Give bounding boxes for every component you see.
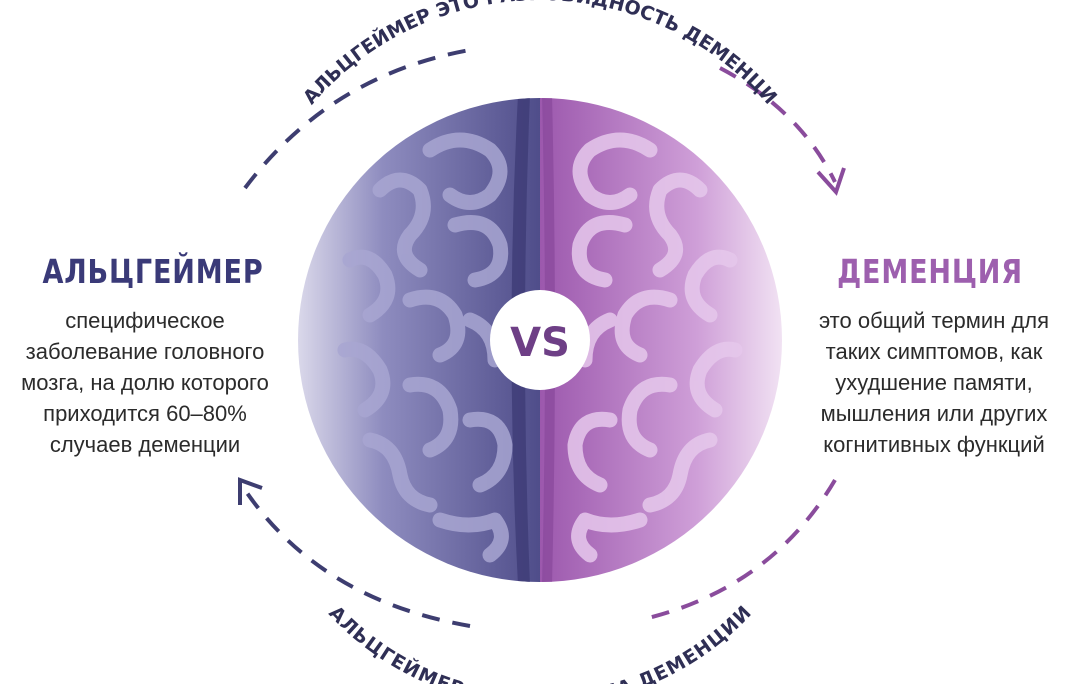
dementia-line: мышления или других [820,401,1048,426]
alzheimer-line: приходится 60–80% [43,401,247,426]
left-hemisphere-gyri [337,132,513,563]
alzheimer-line: мозга, на долю которого [21,370,269,395]
alzheimer-line: случаев деменции [49,432,241,457]
alzheimer-title: АЛЬЦГЕЙМЕР [42,252,264,291]
bottom-arc-label: АЛЬЦГЕЙМЕР ЭТО ПРИЧИНА ДЕМЕНЦИИ [324,602,755,684]
dementia-description: это общий термин для таких симптомов, ка… [800,305,1068,460]
vs-badge [490,290,590,390]
dementia-line: таких симптомов, как [825,339,1043,364]
top-dashed-arrow [243,48,846,196]
alzheimer-line: заболевание головного [25,339,265,364]
vs-badge-text: VS [510,320,570,366]
bottom-dashed-arrow [238,477,837,628]
bottom-arc-label-text: АЛЬЦГЕЙМЕР ЭТО ПРИЧИНА ДЕМЕНЦИИ [324,602,755,684]
dementia-line: ухудшение памяти, [835,370,1033,395]
dementia-line: когнитивных функций [823,432,1045,457]
dementia-title: ДЕМЕНЦИЯ [837,252,1023,291]
right-hemisphere-gyri [567,132,743,563]
top-arc-label: АЛЬЦГЕЙМЕР ЭТО РАЗНОВИДНОСТЬ ДЕМЕНЦИ [299,0,781,109]
dementia-line: это общий термин для [818,308,1050,333]
top-arc-label-text: АЛЬЦГЕЙМЕР ЭТО РАЗНОВИДНОСТЬ ДЕМЕНЦИ [299,0,781,109]
alzheimer-line: специфическое [65,308,225,333]
alzheimer-description: специфическое заболевание головного мозг… [20,305,270,460]
